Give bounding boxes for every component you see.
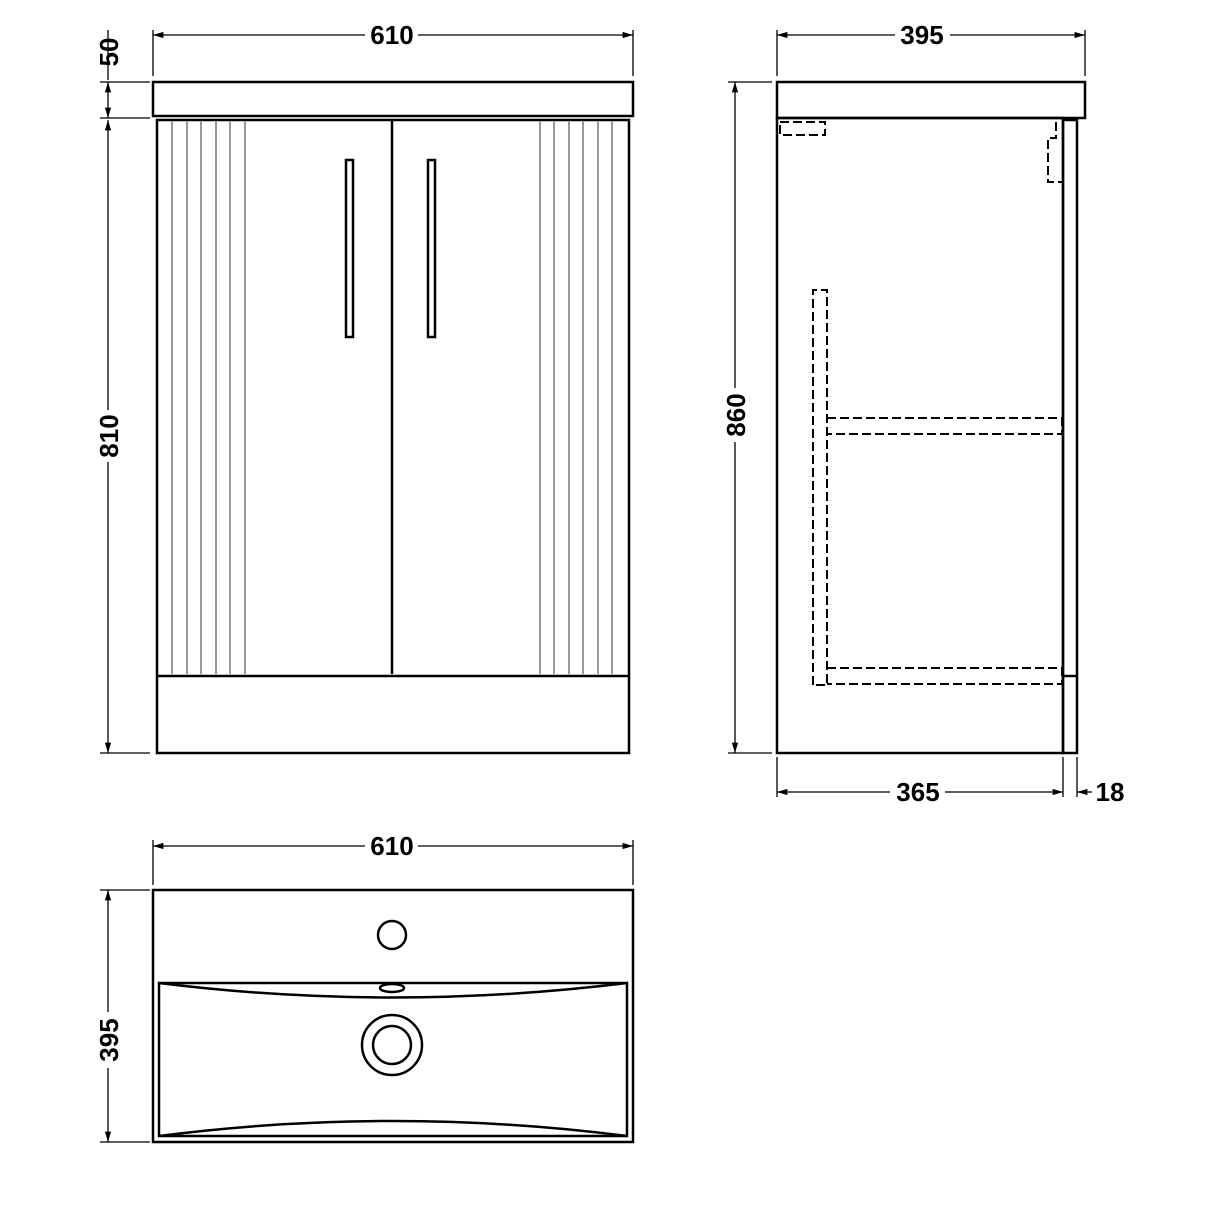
- shelf-dashed: [827, 417, 1063, 435]
- right-door-handle: [426, 158, 437, 339]
- back-panel-dashed: [812, 289, 828, 686]
- right-flutes: [539, 121, 613, 674]
- waste-outer: [360, 1013, 424, 1077]
- top-height-label: 50: [94, 38, 124, 67]
- bowl-back-edge: [158, 981, 628, 999]
- overflow: [378, 982, 406, 994]
- bowl-outline: [157, 981, 629, 1138]
- side-door: [1061, 118, 1079, 755]
- bowl-front-edge: [158, 1119, 628, 1138]
- side-view: 395 860 365 18: [721, 20, 1124, 807]
- basin-top: [151, 80, 635, 118]
- left-flutes: [171, 121, 246, 674]
- plan-depth-label: 395: [94, 1018, 124, 1061]
- body-height-label: 810: [94, 414, 124, 457]
- front-width-label: 610: [370, 20, 413, 50]
- front-view: 610 50 810: [94, 20, 635, 755]
- side-basin-top: [775, 80, 1087, 120]
- basin-outline: [151, 888, 635, 1144]
- carcass-depth-label: 365: [896, 777, 939, 807]
- door-thickness-label: 18: [1096, 777, 1125, 807]
- hinge-dashed: [1047, 122, 1062, 183]
- side-height-label: 860: [721, 393, 751, 436]
- left-door-handle: [344, 158, 355, 339]
- side-width-label: 395: [900, 20, 943, 50]
- waste-trap-dashed: [779, 121, 826, 136]
- plan-view: 610 395: [94, 831, 635, 1144]
- base-dashed: [827, 667, 1063, 685]
- side-carcass: [775, 116, 1065, 755]
- plan-width-label: 610: [370, 831, 413, 861]
- waste-inner: [371, 1024, 413, 1066]
- tap-hole: [376, 919, 408, 951]
